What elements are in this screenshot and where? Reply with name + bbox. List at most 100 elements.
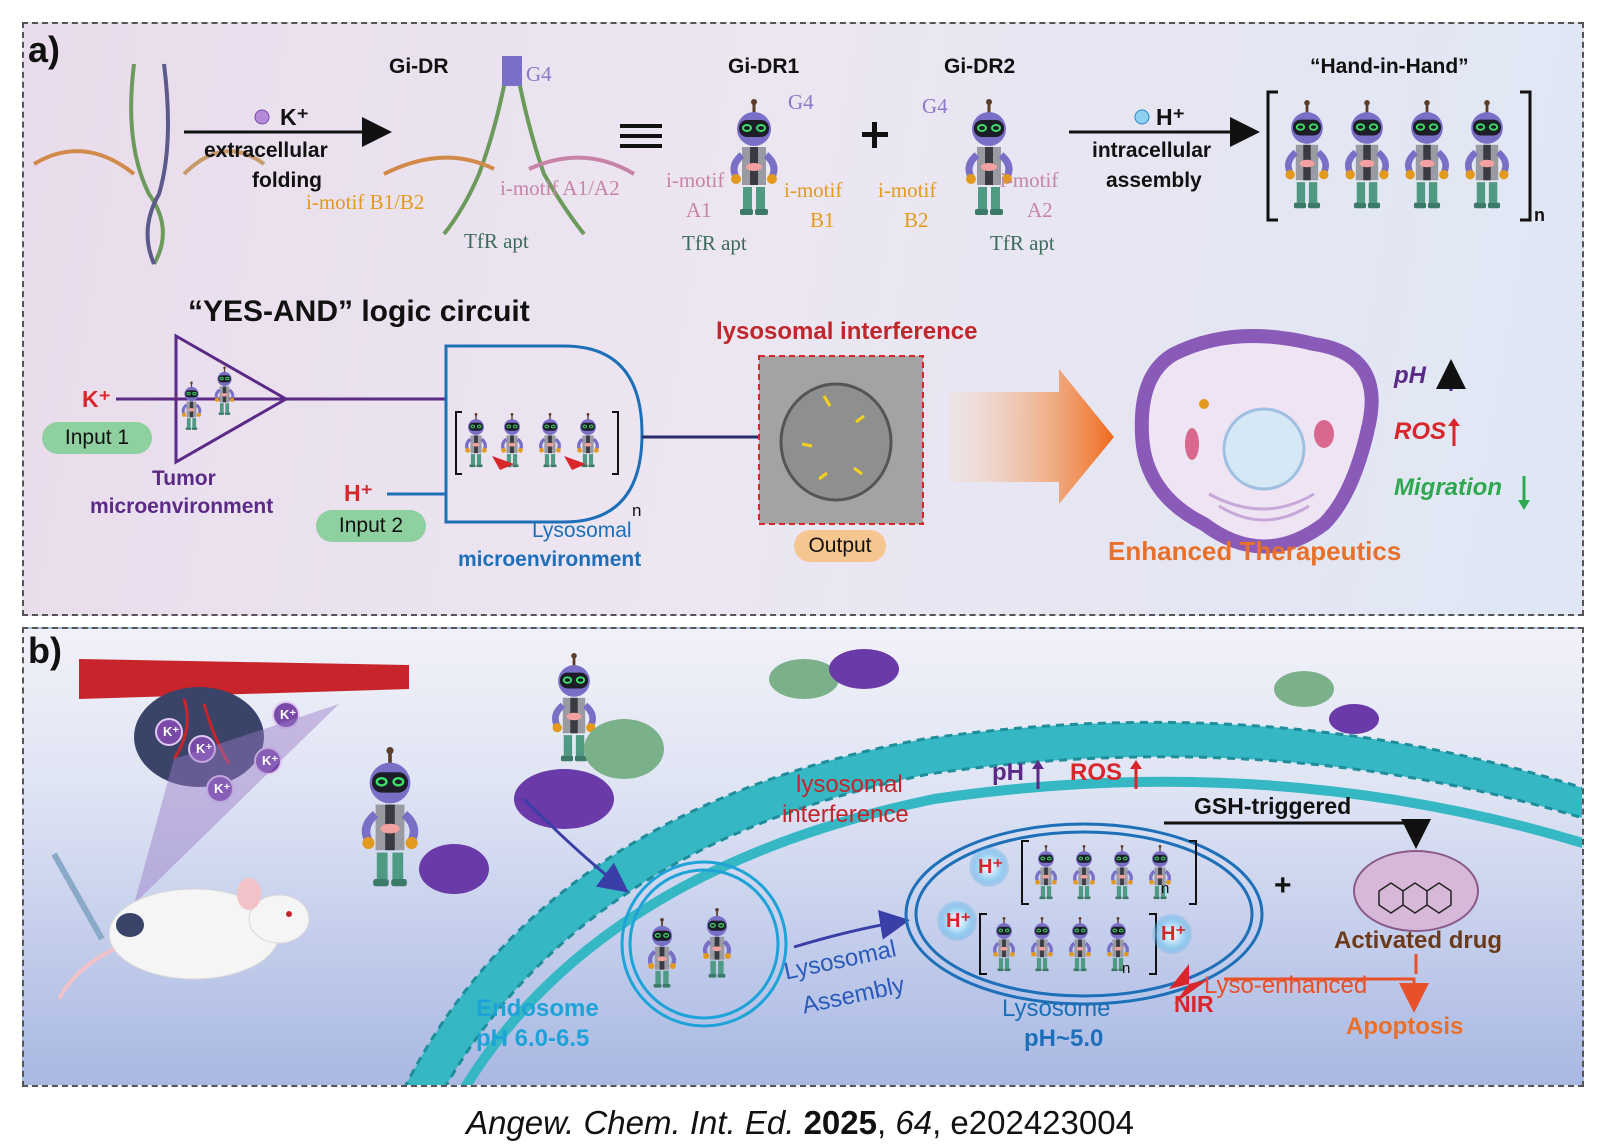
dr2-b2-label: B2: [904, 208, 929, 232]
dr1-i-motif-b-label: i-motif: [784, 178, 843, 202]
k-ion-label-5: K⁺: [214, 781, 231, 796]
k-plus-label: K⁺: [280, 104, 309, 130]
citation-journal: Angew. Chem. Int. Ed.: [466, 1104, 795, 1141]
membrane-robot-2: [362, 747, 417, 886]
g4-label: G4: [526, 62, 552, 86]
k-ion-label-3: K⁺: [280, 707, 297, 722]
lyso-interference-line1: lysosomal: [796, 771, 903, 798]
lyso-enhanced-label: Lyso-enhanced: [1204, 972, 1368, 999]
lysosomal-interference-label: lysosomal interference: [716, 318, 978, 345]
h-input-label: H⁺: [344, 480, 373, 506]
endosome-label: Endosome: [476, 995, 599, 1022]
assembly-arrow-b: [793, 909, 910, 949]
h-plus-label: H⁺: [1156, 104, 1185, 130]
big-orange-arrow: [949, 369, 1114, 504]
h-ion-label-1: H⁺: [978, 856, 1003, 878]
tfr-apt-label: TfR apt: [464, 229, 529, 253]
output-pill: Output: [794, 530, 886, 562]
migration-label: Migration: [1394, 474, 1502, 501]
panel-b-graphics: [51, 629, 1582, 1085]
logic-circuit-title: “YES-AND” logic circuit: [188, 295, 530, 328]
imaging-beam: [134, 704, 339, 904]
ph-label-b: pH: [992, 759, 1024, 786]
blood-vessel: [79, 659, 409, 699]
entry-arrow: [522, 797, 629, 893]
k-ion-icon: [254, 109, 270, 125]
tumor-label: Tumor: [152, 467, 216, 490]
gi-dr2-g4-label: G4: [922, 94, 948, 118]
panel-b: b) K⁺ K⁺ K⁺ K⁺ K⁺ lysosomal interference…: [22, 627, 1584, 1087]
dr1-tfr-apt-label: TfR apt: [682, 231, 747, 255]
dr1-i-motif-a-label: i-motif: [666, 168, 725, 192]
cell-membrane: [404, 720, 1582, 1085]
nir-bolt: [1169, 964, 1209, 1004]
lyso-interference-line2: interference: [782, 801, 909, 828]
gi-dr1-g4-label: G4: [788, 90, 814, 114]
ros-label: ROS: [1394, 418, 1447, 445]
dr2-i-motif-b-label: i-motif: [878, 178, 937, 202]
activated-drug: [1353, 850, 1479, 932]
input1-pill: Input 1: [42, 422, 152, 454]
gi-dr-structure: [383, 56, 636, 236]
h-ion-label-2: H⁺: [946, 910, 971, 932]
k-ions: [155, 701, 300, 803]
k-input-label: K⁺: [82, 386, 111, 412]
panel-a-letter: a): [28, 29, 61, 70]
panel-b-letter: b): [28, 630, 62, 671]
hand-in-hand-chain: [1266, 90, 1532, 222]
lysosome-ph-label: pH~5.0: [1024, 1025, 1104, 1052]
mouse: [51, 852, 310, 1000]
citation: Angew. Chem. Int. Ed. 2025, 64, e2024230…: [466, 1104, 1134, 1141]
i-motif-b1b2-label: i-motif B1/B2: [306, 190, 425, 214]
input2-pill: Input 2: [316, 510, 426, 542]
k-ion-label-4: K⁺: [262, 753, 279, 768]
hand-in-hand-label: “Hand-in-Hand”: [1310, 55, 1469, 78]
lyso-enhanced-arrow: [1224, 977, 1429, 1013]
ros-label-b: ROS: [1070, 759, 1123, 786]
logic-circuit: [116, 333, 759, 524]
gi-dr1-robot: [731, 99, 777, 215]
tumor-micro-label: microenvironment: [90, 495, 274, 518]
i-motif-a1a2-label: i-motif A1/A2: [500, 176, 620, 200]
membrane-proteins: [419, 649, 1379, 894]
nir-label: NIR: [1174, 991, 1214, 1017]
dr1-b1-label: B1: [810, 208, 835, 232]
panel-a-graphics: [32, 56, 1532, 554]
gi-dr1-label: Gi-DR1: [728, 55, 800, 78]
ph-label: pH: [1394, 362, 1426, 389]
apoptosis-label: Apoptosis: [1346, 1013, 1464, 1040]
endosome: [620, 860, 788, 1028]
citation-volume: 64: [895, 1104, 933, 1141]
gate-subscript-n: n: [632, 501, 642, 520]
intracellular-label: intracellular: [1092, 139, 1212, 162]
dna-strands: [32, 63, 266, 265]
assembly-label: assembly: [1106, 169, 1202, 192]
gi-dr2-label: Gi-DR2: [944, 55, 1016, 78]
folding-label: folding: [252, 169, 322, 192]
dr2-i-motif-a-label: i-motif: [1000, 168, 1059, 192]
lyso-chain2-n: n: [1122, 960, 1131, 977]
plus-label-b: +: [1274, 869, 1292, 902]
extracellular-label: extracellular: [204, 139, 328, 162]
lyso-chain1-n: n: [1161, 880, 1170, 897]
activated-drug-label: Activated drug: [1334, 927, 1503, 954]
h-ion-icon: [1134, 109, 1150, 125]
k-ion-label-1: K⁺: [163, 724, 180, 739]
plus-sign: [862, 122, 888, 148]
dr1-a1-label: A1: [686, 198, 712, 222]
gi-dr2-robot: [966, 99, 1012, 215]
citation-article: e202423004: [950, 1104, 1134, 1141]
enhanced-therapeutics-label: Enhanced Therapeutics: [1108, 536, 1402, 566]
citation-year: 2025: [803, 1104, 877, 1141]
dr2-tfr-apt-label: TfR apt: [990, 231, 1055, 255]
lysosomal-label: Lysosomal: [532, 519, 632, 542]
lysosome: [904, 822, 1264, 1006]
endosome-ph-label: pH 6.0-6.5: [476, 1025, 590, 1052]
panel-a: a) Gi-DR G4 K⁺ extracellular folding i-m…: [22, 22, 1584, 616]
lysosomal-micro-label: microenvironment: [458, 548, 642, 571]
chain-subscript-n: n: [1534, 205, 1545, 225]
gsh-arrow: [1164, 819, 1431, 849]
lysosome-label: Lysosome: [1002, 995, 1111, 1022]
cell-illustration: [1134, 329, 1379, 554]
dr2-a2-label: A2: [1027, 198, 1053, 222]
